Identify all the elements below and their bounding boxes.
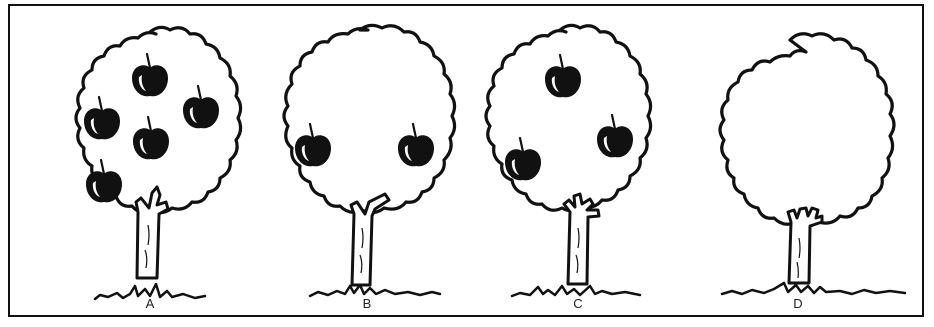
tree-d-foliage <box>718 32 896 228</box>
tree-a-trunk <box>134 185 170 280</box>
tree-d-trunk <box>786 206 824 285</box>
tree-d-grass <box>720 281 907 296</box>
tree-b-trunk <box>349 192 391 287</box>
tree-label-a: A <box>145 296 155 311</box>
tree-label-c: C <box>573 296 583 311</box>
tree-c <box>484 23 653 298</box>
tree-c-trunk <box>562 192 601 286</box>
tree-a-grass <box>93 282 207 301</box>
tree-b-foliage <box>282 23 457 215</box>
tree-d <box>718 32 907 296</box>
tree-c-foliage <box>484 23 653 213</box>
tree-b <box>282 23 457 298</box>
tree-label-b: B <box>362 296 372 311</box>
tree-b-grass <box>308 283 442 298</box>
tree-c-grass <box>510 284 642 298</box>
tree-label-d: D <box>793 296 803 311</box>
tree-a <box>74 25 243 301</box>
